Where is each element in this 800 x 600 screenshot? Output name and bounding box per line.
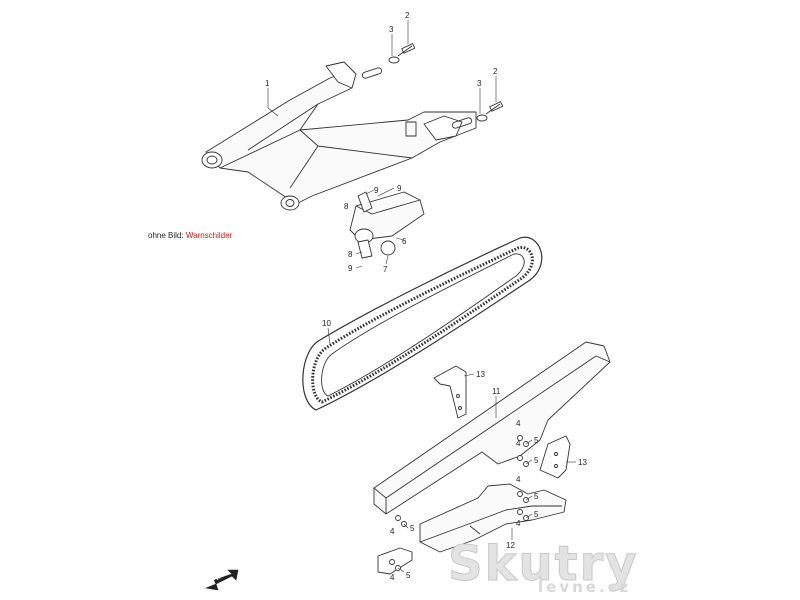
callout-8-a: 8 <box>344 202 349 211</box>
watermark-logo: Skutry levne.cz <box>448 536 748 597</box>
missing-picture-note: ohne Bild: Warnschilder <box>148 231 232 240</box>
leader-lines <box>267 20 576 573</box>
callout-2-lower: 2 <box>493 67 498 76</box>
warning-labels-link[interactable]: Warnschilder <box>185 231 233 240</box>
chain-guard <box>373 341 611 515</box>
callout-5-e: 5 <box>410 524 415 533</box>
callout-9-b: 9 <box>397 184 402 193</box>
callout-6: 6 <box>402 237 407 246</box>
lower-chain-guard <box>377 483 567 575</box>
callout-9-a: 9 <box>374 186 379 195</box>
callout-4-e: 4 <box>390 527 395 536</box>
bolt-lower <box>476 101 504 122</box>
callout-12: 12 <box>506 541 515 550</box>
callout-7: 7 <box>383 265 388 274</box>
callout-5-a: 5 <box>534 436 539 445</box>
callout-5-f: 5 <box>406 571 411 580</box>
callout-5-c: 5 <box>534 492 539 501</box>
callout-10: 10 <box>322 319 331 328</box>
callout-4-d: 4 <box>516 519 521 528</box>
callout-4-f: 4 <box>390 573 395 582</box>
callout-3-upper: 3 <box>389 25 394 34</box>
drive-belt <box>302 236 543 411</box>
callout-5-b: 5 <box>534 456 539 465</box>
callout-2-upper: 2 <box>405 11 410 20</box>
swing-arm <box>201 61 477 211</box>
forward-arrow-icon <box>204 569 239 591</box>
callout-13-lower: 13 <box>578 458 587 467</box>
callout-labels: 1 2 3 2 3 9 9 8 6 7 8 9 10 13 11 4 5 4 5… <box>265 11 587 582</box>
small-bolts <box>389 435 529 571</box>
callout-5-d: 5 <box>534 510 539 519</box>
bracket-upper <box>433 365 467 419</box>
callout-4-a: 4 <box>516 419 521 428</box>
callout-1: 1 <box>265 79 270 88</box>
chain-slider-block <box>349 191 425 259</box>
callout-4-b: 4 <box>516 439 521 448</box>
callout-8-b: 8 <box>348 250 353 259</box>
bracket-lower <box>539 435 571 479</box>
callout-4-c: 4 <box>516 475 521 484</box>
bolt-upper <box>388 43 416 64</box>
callout-11: 11 <box>492 387 501 396</box>
note-prefix: ohne Bild: <box>148 231 184 240</box>
logo-main: Skutry <box>448 536 639 593</box>
callout-3-lower: 3 <box>477 79 482 88</box>
callout-13-upper: 13 <box>476 370 485 379</box>
callout-9-c: 9 <box>348 264 353 273</box>
logo-sub: levne.cz <box>538 578 632 596</box>
